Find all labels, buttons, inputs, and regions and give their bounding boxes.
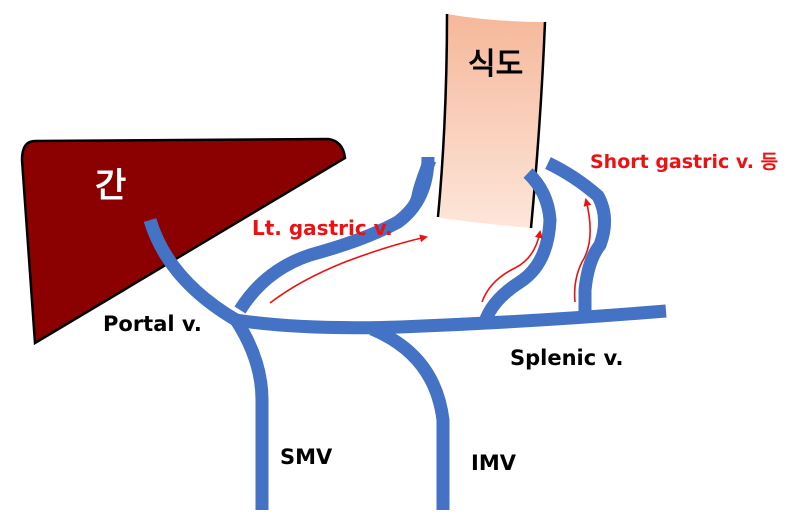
inferior-mesenteric-vein [369, 322, 450, 510]
left-gastric-vein-label: Lt. gastric v. [252, 216, 393, 240]
imv-label: IMV [471, 451, 517, 475]
short-gastric-vein-inner [478, 168, 557, 325]
short-gastric-vein-outer [545, 157, 611, 315]
esophagus-left-wall [436, 13, 449, 218]
flow-arrow-short-gastric-1 [481, 230, 543, 303]
smv-label: SMV [280, 445, 333, 469]
short-gastric-vein-label: Short gastric v. 등 [590, 151, 778, 173]
liver-label: 간 [95, 166, 126, 206]
esophagus-label: 식도 [468, 47, 523, 82]
esophagus-right-wall [529, 21, 547, 229]
splenic-vein [234, 304, 667, 335]
portal-vein-label: Portal v. [103, 312, 202, 336]
flow-arrow-short-gastric-2 [573, 198, 592, 303]
esophagus-shape [440, 14, 545, 228]
flow-arrows [269, 198, 592, 304]
superior-mesenteric-vein [230, 316, 269, 510]
splenic-vein-label: Splenic v. [510, 346, 623, 370]
flow-arrow-left-gastric [269, 234, 428, 304]
left-gastric-vein-branch [393, 157, 437, 228]
veins [143, 156, 667, 510]
portal-vein [143, 218, 240, 326]
liver-shape [20, 137, 347, 346]
